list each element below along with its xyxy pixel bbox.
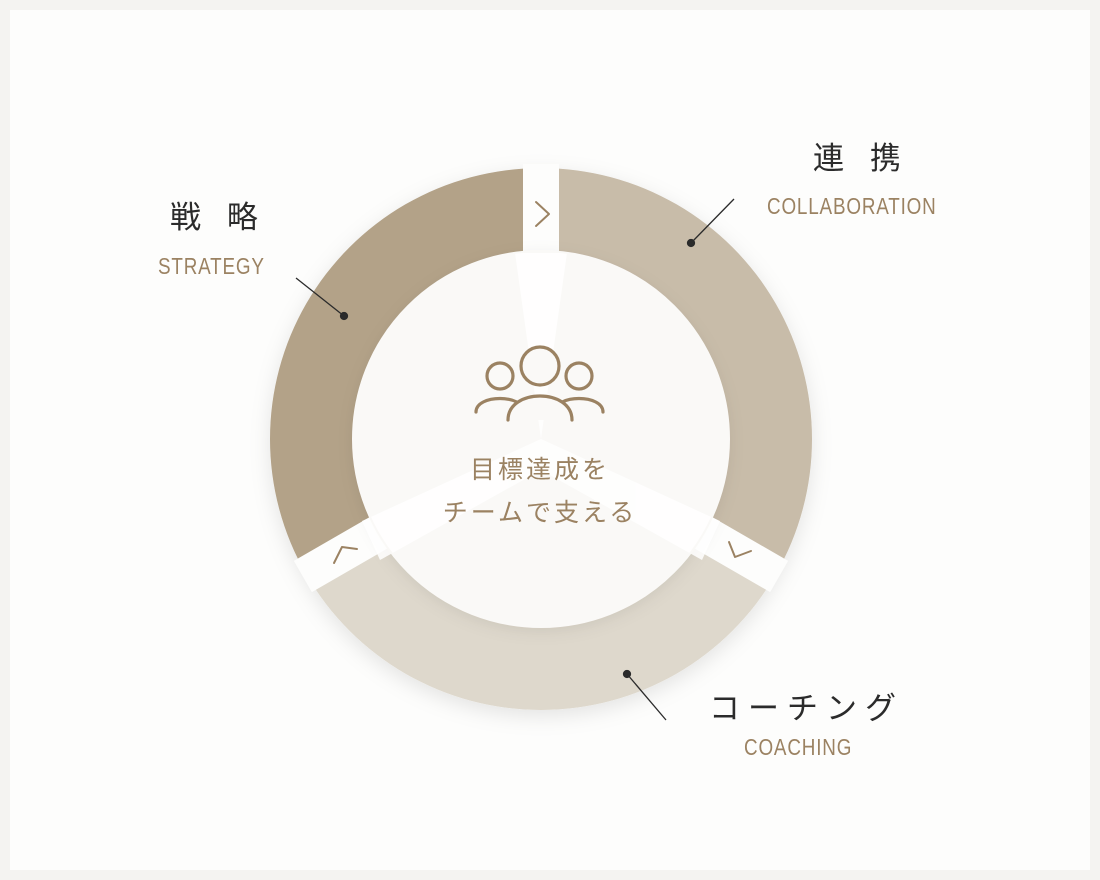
label-collaboration-en: COLLABORATION (767, 193, 937, 219)
segment-gap-1 (523, 164, 559, 257)
leader-dot-coaching (622, 669, 632, 679)
ring-segment-strategy (270, 168, 541, 575)
leader-dot-strategy (339, 311, 349, 321)
chevron-up-left-icon (333, 546, 358, 564)
leader-line-coaching (626, 673, 667, 721)
label-strategy-en: STRATEGY (158, 253, 265, 279)
center-caption-line-1: 目標達成を (469, 455, 610, 484)
segment-gap-2 (689, 514, 789, 593)
label-collaboration-jp: 連 携 (813, 141, 909, 177)
chevron-right-icon (535, 201, 550, 227)
center-caption-line-2: チームで支える (442, 498, 638, 527)
label-coaching-jp: コーチング (709, 691, 904, 727)
leader-dot-collaboration (686, 238, 696, 248)
ring-segment-collaboration (541, 168, 812, 575)
segment-gap-3 (293, 514, 393, 593)
center-caption: 目標達成を チームで支える (390, 448, 690, 534)
people-group-icon (474, 345, 605, 422)
segment-gaps (293, 164, 789, 593)
leader-line-collaboration (690, 198, 735, 244)
label-strategy-jp: 戦 略 (170, 200, 266, 236)
ring-segment-coaching (306, 532, 776, 710)
chevron-down-right-icon (728, 541, 752, 558)
label-coaching-en: COACHING (744, 734, 853, 760)
leader-line-strategy (295, 277, 345, 317)
